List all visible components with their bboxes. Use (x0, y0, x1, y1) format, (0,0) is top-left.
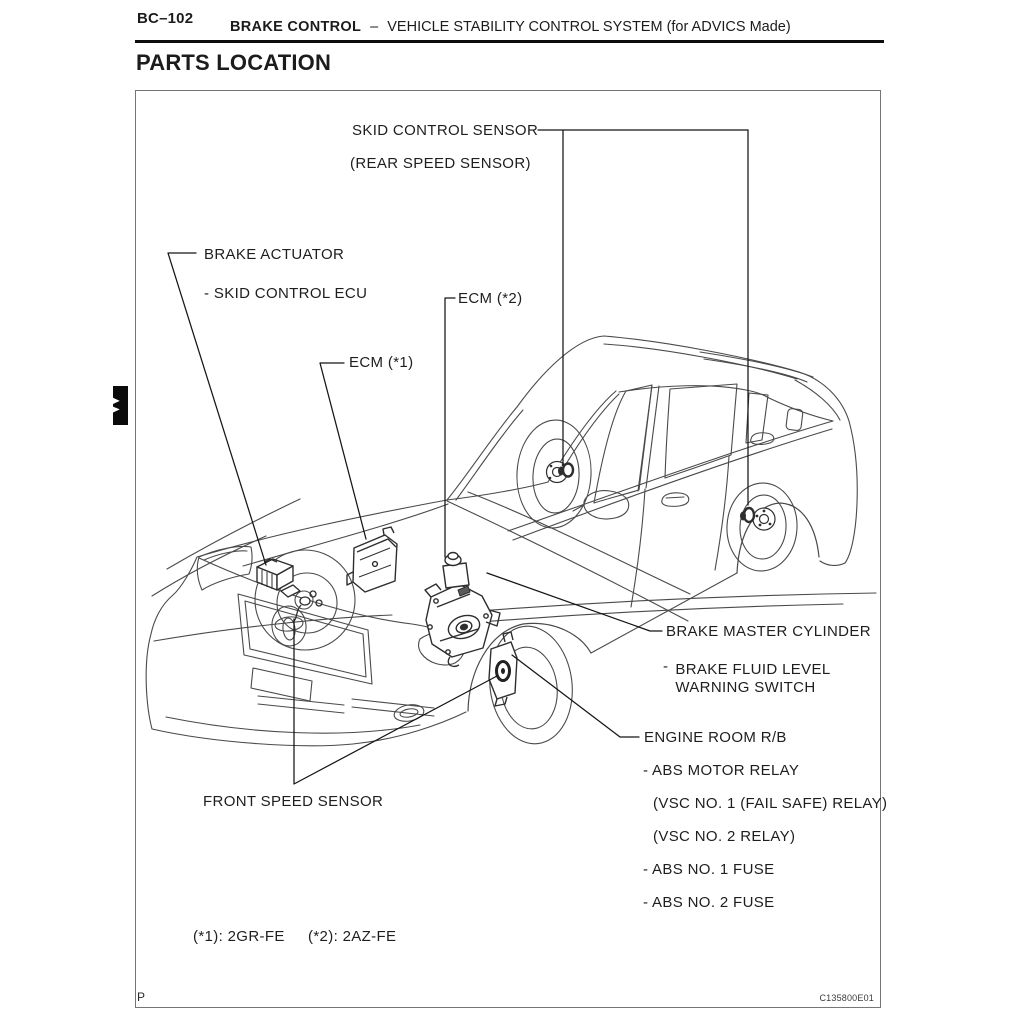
label-vsc-no1-relay: (VSC NO. 1 (FAIL SAFE) RELAY) (653, 795, 888, 812)
header-breadcrumb: BRAKE CONTROL–VEHICLE STABILITY CONTROL … (230, 19, 791, 35)
component-rear-right-speed-sensor (740, 506, 776, 531)
footnote-engine-1: (*1): 2GR-FE (193, 928, 285, 945)
header-separator: – (370, 19, 379, 35)
component-ecm (346, 526, 398, 593)
header-subsection: VEHICLE STABILITY CONTROL SYSTEM (for AD… (387, 19, 791, 35)
label-front-speed-sensor: FRONT SPEED SENSOR (203, 793, 384, 810)
label-brake-fluid-warning-switch: - BRAKE FLUID LEVEL WARNING SWITCH (663, 658, 831, 696)
component-front-speed-sensor (280, 584, 323, 623)
label-skid-control-sensor: SKID CONTROL SENSOR (352, 122, 539, 139)
label-brake-actuator: BRAKE ACTUATOR (204, 246, 345, 263)
component-brake-master-cylinder (424, 551, 501, 668)
label-brake-fluid-dash: - (663, 658, 669, 675)
label-ecm-1: ECM (*1) (349, 354, 414, 371)
footnote-engine-2: (*2): 2AZ-FE (308, 928, 397, 945)
wheels (254, 419, 798, 745)
label-brake-fluid-line1: BRAKE FLUID LEVEL (675, 661, 831, 678)
header-section: BRAKE CONTROL (230, 19, 362, 35)
label-abs-motor-relay: - ABS MOTOR RELAY (643, 762, 800, 779)
page-edge-tab (113, 386, 128, 425)
label-skid-control-ecu: - SKID CONTROL ECU (204, 285, 368, 302)
component-brake-actuator (256, 558, 294, 591)
figure-code: C135800E01 (819, 993, 874, 1003)
label-abs-no1-fuse: - ABS NO. 1 FUSE (643, 861, 775, 878)
callout-lines (167, 129, 749, 785)
label-abs-no2-fuse: - ABS NO. 2 FUSE (643, 894, 775, 911)
label-rear-speed-sensor: (REAR SPEED SENSOR) (350, 155, 531, 172)
label-brake-fluid-line2: WARNING SWITCH (675, 678, 816, 696)
label-engine-room-rb: ENGINE ROOM R/B (644, 729, 787, 746)
component-engine-room-rb (488, 631, 518, 707)
page-marker: P (137, 990, 146, 1004)
page-title: PARTS LOCATION (136, 50, 332, 75)
label-vsc-no2-relay: (VSC NO. 2 RELAY) (653, 828, 796, 845)
page-code: BC–102 (137, 10, 194, 27)
label-ecm-2: ECM (*2) (458, 290, 523, 307)
component-rear-left-speed-sensor (545, 460, 575, 484)
header-rule (135, 40, 884, 43)
label-brake-master-cylinder: BRAKE MASTER CYLINDER (666, 623, 871, 640)
